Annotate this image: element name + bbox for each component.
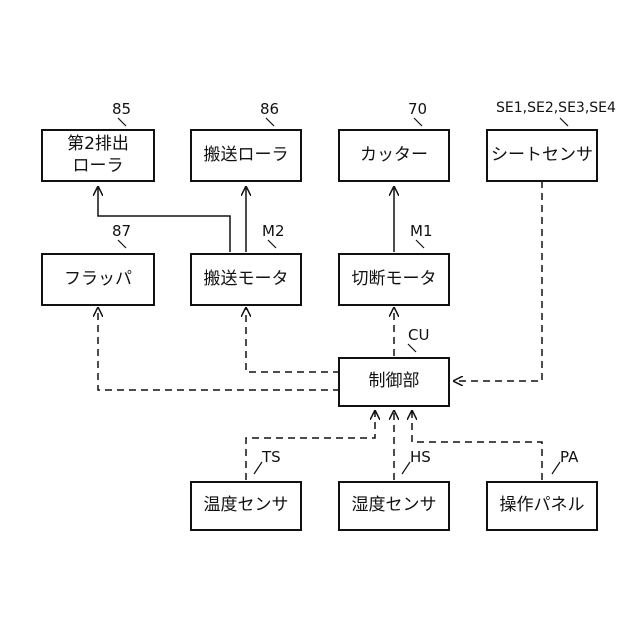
humidity-sensor-label: 湿度センサ [352,495,437,516]
cutting-motor-block: 切断モータ [338,253,450,306]
transport-roller-label: 搬送ローラ [204,145,289,166]
line-controller-to-flapper [98,308,340,390]
line-controller-to-transport-motor [246,308,340,372]
discharge-roller-ref: 85 [112,100,131,118]
operation-panel-ref: PA [560,448,578,466]
transport-motor-block: 搬送モータ [190,253,302,306]
transport-roller-ref: 86 [260,100,279,118]
controller-block: 制御部 [338,357,450,407]
cutter-block: カッター [338,129,450,182]
transport-roller-block: 搬送ローラ [190,129,302,182]
controller-label: 制御部 [369,371,420,392]
line-motor-to-discharge-roller [98,187,230,252]
line-operation-panel-to-controller [412,411,542,480]
transport-motor-label: 搬送モータ [204,269,289,290]
temperature-sensor-ref: TS [262,448,281,466]
flapper-block: フラッパ [41,253,155,306]
line-sheet-sensor-to-controller [454,181,542,381]
sheet-sensor-ref: SE1,SE2,SE3,SE4 [496,100,616,116]
discharge-roller-block: 第2排出 ローラ [41,129,155,182]
operation-panel-label: 操作パネル [500,495,585,516]
cutting-motor-ref: M1 [410,222,433,240]
flapper-ref: 87 [112,222,131,240]
temperature-sensor-label: 温度センサ [204,495,289,516]
cutting-motor-label: 切断モータ [352,269,437,290]
discharge-roller-label: 第2排出 ローラ [67,134,129,177]
flapper-label: フラッパ [64,269,132,290]
controller-ref: CU [408,326,429,344]
cutter-ref: 70 [408,100,427,118]
sheet-sensor-label: シートセンサ [491,145,593,166]
line-temperature-sensor-to-controller [246,411,375,480]
humidity-sensor-ref: HS [410,448,431,466]
temperature-sensor-block: 温度センサ [190,481,302,531]
operation-panel-block: 操作パネル [486,481,598,531]
sheet-sensor-block: シートセンサ [486,129,598,182]
cutter-label: カッター [360,145,428,166]
transport-motor-ref: M2 [262,222,285,240]
humidity-sensor-block: 湿度センサ [338,481,450,531]
